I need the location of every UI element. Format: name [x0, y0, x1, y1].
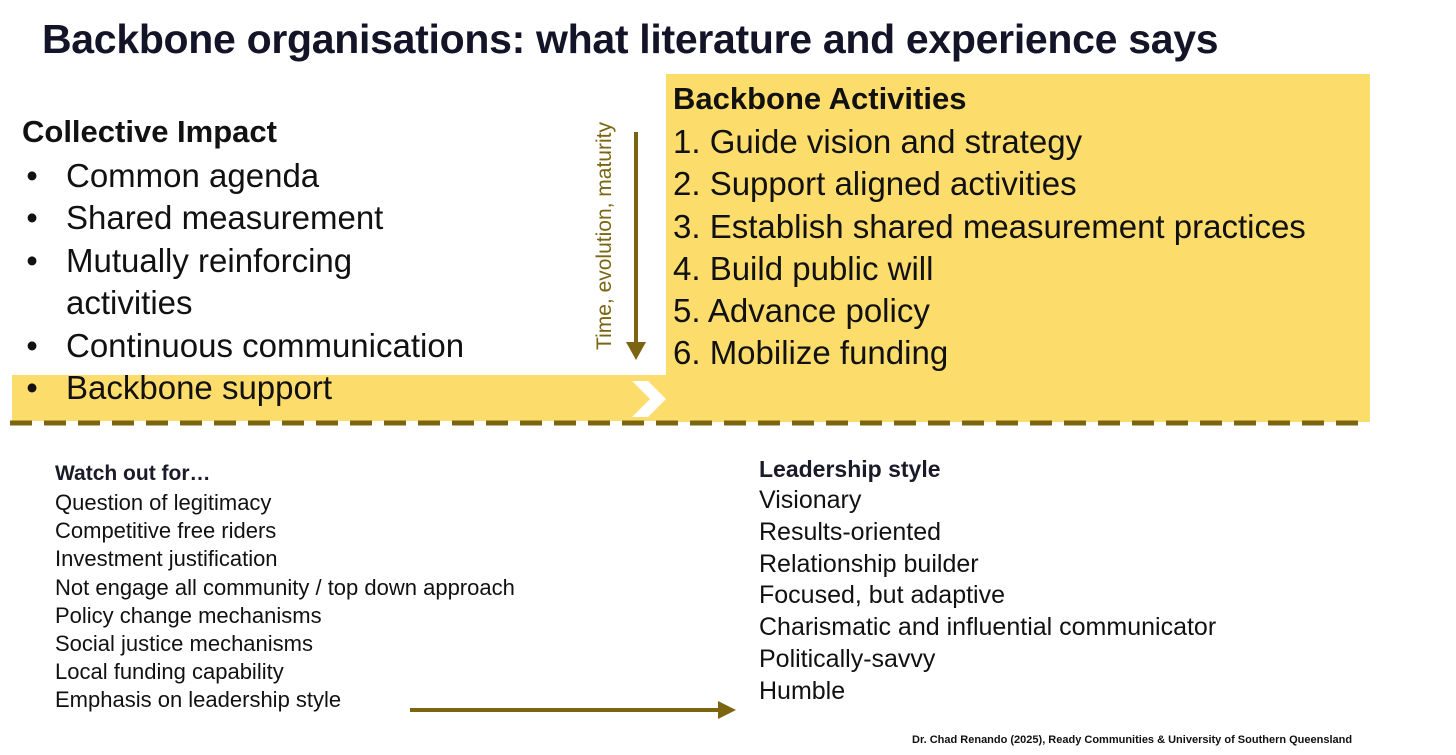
watch-out-heading: Watch out for… — [55, 462, 211, 485]
leadership-style-list: Visionary Results-oriented Relationship … — [759, 485, 1216, 708]
page-title: Backbone organisations: what literature … — [42, 16, 1219, 62]
list-item: 1. Guide vision and strategy — [673, 123, 1083, 160]
footer-credit: Dr. Chad Renando (2025), Ready Communiti… — [912, 734, 1353, 746]
list-item: Relationship builder — [759, 549, 979, 578]
list-item: Policy change mechanisms — [55, 602, 322, 628]
list-item: Investment justification — [55, 546, 278, 572]
section-divider — [10, 420, 1370, 426]
arrow-down-icon — [626, 132, 646, 360]
list-item: •Shared measurement — [26, 199, 384, 237]
list-item: Charismatic and influential communicator — [759, 613, 1217, 642]
list-item: 2. Support aligned activities — [673, 165, 1077, 203]
backbone-support-highlight — [12, 375, 668, 421]
list-item: 4. Build public will — [673, 249, 934, 287]
list-item: Competitive free riders — [55, 518, 277, 544]
list-item: 6. Mobilize funding — [673, 334, 949, 372]
list-item: Focused, but adaptive — [759, 581, 1005, 610]
arrow-right-icon — [410, 701, 736, 719]
list-item: Visionary — [759, 486, 862, 514]
list-item: Humble — [759, 676, 846, 705]
list-item: Question of legitimacy — [55, 490, 272, 515]
list-item: •Backbone support — [26, 369, 333, 407]
backbone-activities-panel — [666, 74, 1370, 422]
list-item: 5. Advance policy — [673, 292, 930, 330]
list-item: •Mutually reinforcing activities — [26, 241, 353, 322]
chevron-right-icon — [632, 381, 666, 417]
leadership-style-heading: Leadership style — [759, 456, 941, 482]
collective-impact-list: •Common agenda •Shared measurement •Mutu… — [22, 155, 542, 409]
list-item: Emphasis on leadership style — [55, 687, 342, 713]
list-item: Social justice mechanisms — [55, 631, 313, 657]
backbone-activities-heading: Backbone Activities — [673, 81, 967, 116]
collective-impact-heading: Collective Impact — [22, 114, 277, 149]
watch-out-list: Question of legitimacy Competitive free … — [55, 489, 515, 715]
list-item: •Common agenda — [26, 157, 320, 194]
list-item: Politically-savvy — [759, 644, 936, 673]
list-item: •Continuous communication — [26, 326, 465, 364]
list-item: Not engage all community / top down appr… — [55, 574, 515, 600]
list-item: Local funding capability — [55, 659, 284, 685]
list-item: Results-oriented — [759, 517, 942, 546]
list-item: 3. Establish shared measurement practice… — [673, 207, 1306, 245]
backbone-activities-list: 1. Guide vision and strategy 2. Support … — [673, 121, 1306, 375]
